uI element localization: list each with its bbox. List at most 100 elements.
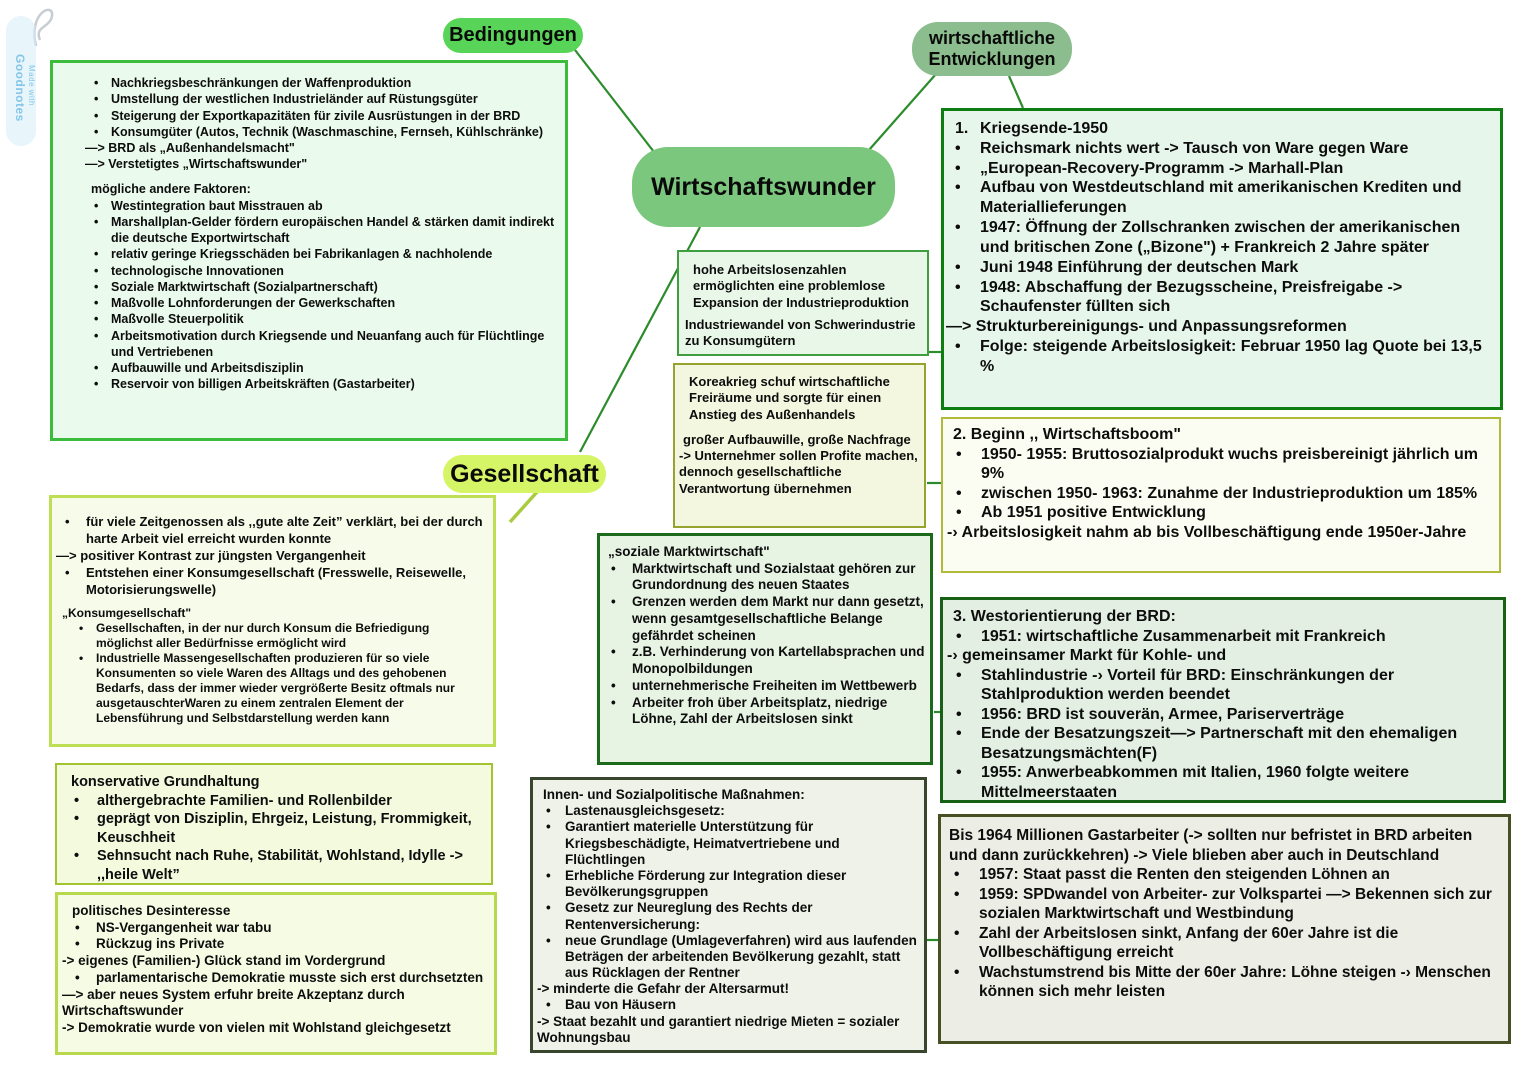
node-wirtschaftswunder[interactable]: Wirtschaftswunder xyxy=(632,147,895,227)
list-item: —> Verstetigtes „Wirtschaftswunder" xyxy=(85,157,308,172)
list-item: • zwischen 1950- 1963: Zunahme der Indus… xyxy=(951,484,1493,504)
bullet-icon: • xyxy=(955,258,961,276)
list-item: -> Demokratie wurde von vielen mit Wohls… xyxy=(62,1020,451,1036)
box-sozialpolitische-massnahmen[interactable]: Innen- und Sozialpolitische Maßnahmen:•L… xyxy=(530,777,927,1053)
bullet-icon: • xyxy=(611,644,616,660)
list-item: •1948: Abschaffung der Bezugsscheine, Pr… xyxy=(950,278,1492,318)
list-item: •Steigerung der Exportkapazitäten für zi… xyxy=(89,108,557,124)
bullet-icon: • xyxy=(956,725,962,743)
list-item: •Industrielle Massengesellschaften produ… xyxy=(74,651,487,725)
box-politisches-desinteresse[interactable]: politisches Desinteresse•NS-Vergangenhei… xyxy=(55,892,497,1055)
list-item: •Gesetz zur Neureglung des Rechts der Re… xyxy=(541,900,920,932)
list-item: •Marktwirtschaft und Sozialstaat gehören… xyxy=(606,561,926,594)
list-item: •Rückzug ins Private xyxy=(70,936,490,953)
list-item: •1955: Anwerbeabkommen mit Italien, 1960… xyxy=(951,763,1497,802)
list-item: —> aber neues System erfuhr breite Akzep… xyxy=(62,986,405,1019)
list-item: •Aufbauwille und Arbeitsdisziplin xyxy=(89,360,557,376)
list-item: •technologische Innovationen xyxy=(89,263,557,279)
list-item xyxy=(683,423,920,432)
list-item: •Garantiert materielle Unterstützung für… xyxy=(541,819,920,868)
list-item: •parlamentarische Demokratie musste sich… xyxy=(70,970,490,987)
list-item: 1.Kriegsende-1950 xyxy=(950,119,1492,139)
list-item: •Maßvolle Steuerpolitik xyxy=(89,311,557,327)
bullet-icon: • xyxy=(955,139,961,157)
bullet-icon: • xyxy=(611,560,616,576)
list-item: •„European-Recovery-Programm -> Marhall-… xyxy=(950,159,1492,179)
bullet-icon: • xyxy=(956,627,962,645)
list-item: •neue Grundlage (Umlageverfahren) wird a… xyxy=(541,933,920,982)
box-wirtschaftsboom[interactable]: 2. Beginn ,, Wirtschaftsboom"•1950- 1955… xyxy=(941,417,1501,573)
bullet-icon: • xyxy=(65,564,70,580)
connector-gesellschaft-box xyxy=(508,490,539,524)
bullet-icon: • xyxy=(546,900,551,916)
list-item: •Reichsmark nichts wert -> Tausch von Wa… xyxy=(950,139,1492,159)
list-item: •Ab 1951 positive Entwicklung xyxy=(951,503,1493,523)
list-item: •Arbeiter froh über Arbeitsplatz, niedri… xyxy=(606,695,926,728)
bullet-icon: • xyxy=(955,179,961,197)
list-item: „soziale Marktwirtschaft" xyxy=(608,544,770,559)
bullet-icon: • xyxy=(955,338,961,356)
list-item: •Entstehen einer Konsumgesellschaft (Fre… xyxy=(60,565,487,599)
node-wirtschaftliche-entwicklungen[interactable]: wirtschaftliche Entwicklungen xyxy=(912,22,1072,76)
number-marker: 1. xyxy=(955,120,969,137)
node-gesellschaft[interactable]: Gesellschaft xyxy=(443,455,606,493)
bullet-icon: • xyxy=(954,963,960,981)
list-item: -> Staat bezahlt und garantiert niedrige… xyxy=(537,1013,900,1045)
box-soziale-marktwirtschaft[interactable]: „soziale Marktwirtschaft" •Marktwirtschaf… xyxy=(597,533,933,765)
bullet-icon: • xyxy=(94,361,99,375)
list-item: -> minderte die Gefahr der Altersarmut! xyxy=(537,981,789,997)
bullet-icon: • xyxy=(954,924,960,942)
bullet-icon: • xyxy=(65,514,70,529)
list-item: •unternehmerische Freiheiten im Wettbewe… xyxy=(606,678,926,695)
bullet-icon: • xyxy=(74,811,80,828)
box-koreakrieg[interactable]: Koreakrieg schuf wirtschaftliche Freiräu… xyxy=(673,363,926,528)
list-item: •Sehnsucht nach Ruhe, Stabilität, Wohlst… xyxy=(69,847,485,884)
bullet-icon: • xyxy=(79,621,84,636)
list-item: •Wachstumstrend bis Mitte der 60er Jahre… xyxy=(949,963,1502,1002)
konsumgesellschaft-list: „Konsumgesellschaft"•Gesellschaften, in … xyxy=(60,606,487,725)
bullet-icon: • xyxy=(75,969,80,985)
bullet-icon: • xyxy=(956,445,962,463)
bullet-icon: • xyxy=(956,764,962,782)
list-item: —> positiver Kontrast zur jüngsten Verga… xyxy=(56,547,366,563)
list-item: —> Strukturbereinigungs- und Anpassungsr… xyxy=(946,318,1347,336)
node-bedingungen[interactable]: Bedingungen xyxy=(443,18,583,53)
list-item: •Soziale Marktwirtschaft (Sozialpartners… xyxy=(89,279,557,295)
bullet-icon: • xyxy=(94,328,99,343)
bullet-icon: • xyxy=(546,932,551,948)
list-item: •Stahlindustrie -› Vorteil für BRD: Eins… xyxy=(951,666,1497,705)
bullet-icon: • xyxy=(956,484,962,502)
box-westorientierung[interactable]: 3. Westorientierung der BRD:•1951: wirts… xyxy=(940,597,1506,803)
bullet-icon: • xyxy=(94,247,99,262)
list-item: •Grenzen werden dem Markt nur dann geset… xyxy=(606,594,926,644)
box-kriegsende-1950[interactable]: 1.Kriegsende-1950•Reichsmark nichts wert… xyxy=(941,108,1503,410)
list-item: -› Arbeitslosigkeit nahm ab bis Vollbesc… xyxy=(947,523,1467,541)
list-item: •1959: SPDwandel von Arbeiter- zur Volks… xyxy=(949,885,1502,924)
list-item: •Westintegration baut Misstrauen ab xyxy=(89,198,557,214)
bullet-icon: • xyxy=(954,885,960,903)
list-item: •Reservoir von billigen Arbeitskräften (… xyxy=(89,376,557,392)
list-item: •Nachkriegsbeschränkungen der Waffenprod… xyxy=(89,75,557,91)
list-item: •Ende der Besatzungszeit—> Partnerschaft… xyxy=(951,724,1497,763)
bullet-icon: • xyxy=(956,504,962,522)
box-arbeitslosenzahlen[interactable]: hohe Arbeitslosenzahlen ermöglichten ein… xyxy=(677,250,929,356)
list-item: hohe Arbeitslosenzahlen ermöglichten ein… xyxy=(693,262,909,310)
bullet-icon: • xyxy=(94,263,99,278)
connector-bedingungen-wirtschaftswunder xyxy=(574,49,655,153)
list-item: •Erhebliche Förderung zur Integration di… xyxy=(541,868,920,900)
bullet-icon: • xyxy=(546,997,551,1013)
list-item: •Aufbau von Westdeutschland mit amerikan… xyxy=(950,178,1492,218)
box-bedingungen-liste[interactable]: •Nachkriegsbeschränkungen der Waffenprod… xyxy=(50,60,568,441)
list-item: •für viele Zeitgenossen als ,,gute alte … xyxy=(60,514,487,548)
box-konservative-grundhaltung[interactable]: konservative Grundhaltung•althergebracht… xyxy=(55,763,493,885)
list-item: Innen- und Sozialpolitische Maßnahmen: xyxy=(543,787,805,802)
bullet-icon: • xyxy=(94,214,99,229)
list-item: •z.B. Verhinderung von Kartellabsprachen… xyxy=(606,644,926,677)
bullet-icon: • xyxy=(94,377,99,392)
list-item: •Lastenausgleichsgesetz: xyxy=(541,803,920,819)
list-item xyxy=(89,173,557,182)
list-item: •NS-Vergangenheit war tabu xyxy=(70,920,490,937)
box-gastarbeiter[interactable]: Bis 1964 Millionen Gastarbeiter (-> soll… xyxy=(938,814,1511,1044)
box-gesellschaft-zeit[interactable]: •für viele Zeitgenossen als ,,gute alte … xyxy=(49,495,496,747)
